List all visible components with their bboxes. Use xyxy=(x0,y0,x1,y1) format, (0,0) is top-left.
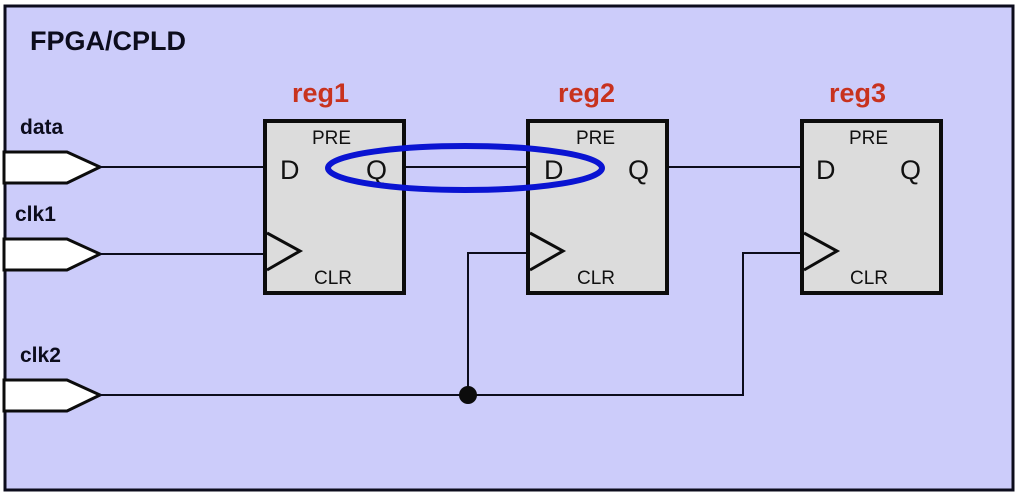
port-pre: PRE xyxy=(849,128,888,149)
port-q: Q xyxy=(628,155,649,185)
port-d: D xyxy=(280,155,300,185)
junction-dot xyxy=(459,386,477,404)
register-label-reg3: reg3 xyxy=(829,78,886,108)
register-label-reg1: reg1 xyxy=(292,78,349,108)
register-reg2[interactable]: reg2 PRE D Q CLR xyxy=(526,78,669,295)
pin-label-clk2: clk2 xyxy=(20,344,61,367)
port-clr: CLR xyxy=(577,268,615,289)
port-q: Q xyxy=(366,155,387,185)
pin-label-clk1: clk1 xyxy=(15,203,56,226)
register-label-reg2: reg2 xyxy=(558,78,615,108)
wire-clk2-to-reg2-clk xyxy=(467,252,528,395)
flipflop-body xyxy=(526,119,669,295)
port-q: Q xyxy=(900,155,921,185)
clock-input-triangle-icon xyxy=(266,231,304,272)
input-pin-clk1[interactable]: clk1 xyxy=(2,203,104,272)
input-port-icon xyxy=(2,237,104,272)
input-port-icon xyxy=(2,378,104,413)
clock-input-triangle-icon xyxy=(803,231,841,272)
port-clr: CLR xyxy=(314,268,352,289)
port-pre: PRE xyxy=(576,128,615,149)
input-pin-data[interactable]: data xyxy=(2,116,104,185)
input-port-icon xyxy=(2,150,104,185)
port-pre: PRE xyxy=(312,128,351,149)
port-clr: CLR xyxy=(850,268,888,289)
flipflop-body xyxy=(800,119,943,295)
input-pin-clk2[interactable]: clk2 xyxy=(2,344,104,413)
pin-label-data: data xyxy=(20,116,64,139)
register-reg3[interactable]: reg3 PRE D Q CLR xyxy=(800,78,943,295)
highlight-ellipse xyxy=(325,143,605,193)
device-title: FPGA/CPLD xyxy=(30,26,186,56)
wire-clk2-to-reg3-clk xyxy=(100,252,802,396)
clock-input-triangle-icon xyxy=(529,231,567,272)
port-d: D xyxy=(816,155,836,185)
port-d: D xyxy=(544,155,564,185)
